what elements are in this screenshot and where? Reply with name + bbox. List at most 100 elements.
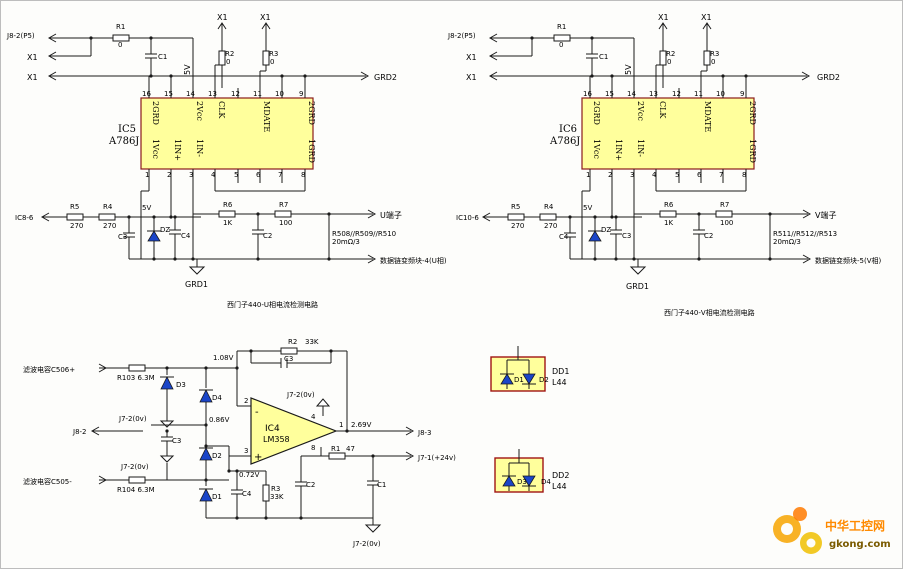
left-r7-name: R7 [279,201,288,209]
ic6-label-1vcc: 1Vcc [592,139,601,159]
left-grd2-label: GRD2 [374,73,397,82]
gkong-watermark: 中华工控网 gkong.com [773,507,891,554]
left-c2-name: C2 [263,232,272,240]
opamp-d4-name: D4 [212,394,222,402]
opamp-pin8: 8 [311,444,315,452]
ic5-pin-11: 11 [253,90,262,98]
opamp-j7-bot: J7-2(0v) [352,540,381,548]
ic6-pin-11: 11 [694,90,703,98]
opamp-c1-name: C1 [377,481,386,489]
left-c1-name: C1 [158,53,167,61]
right-title: 西门子440-V相电流检测电路 [664,308,755,317]
ic6-pin-15: 15 [605,90,614,98]
dd1-part: L44 [552,378,567,387]
watermark-brand: 中华工控网 [825,518,885,533]
ic6-pin-3: 3 [630,171,634,179]
ic6-pin-12: 12 [672,90,681,98]
ic5-pin-10: 10 [275,90,284,98]
right-r2-value: 0 [667,58,671,66]
ic5-label-1in-plus: 1IN+ [173,139,182,161]
ic5-pin-7: 7 [278,171,282,179]
ic6-label-2vcc: 2Vcc [636,101,645,121]
opamp-v4: 2.69V [351,421,372,429]
left-r6-value: 1K [223,219,232,227]
left-r5-name: R5 [70,203,79,211]
left-r4-name: R4 [103,203,113,211]
left-title: 西门子440-U相电流检测电路 [227,300,318,309]
left-c4-name: C4 [181,232,191,240]
right-rsense-value: 20mΩ/3 [773,238,801,246]
opamp-d3-name: D3 [176,381,186,389]
ic6-pin-9: 9 [740,90,744,98]
dd1-d2: D2 [539,376,549,384]
dd1-name: DD1 [552,367,569,376]
ic5-pin-2: 2 [167,171,171,179]
ic6-pin-8: 8 [742,171,746,179]
ic5-label-1in-minus: 1IN- [195,139,204,157]
opamp-d2-name: D2 [212,452,222,460]
right-r6-name: R6 [664,201,674,209]
left-r4-value: 270 [103,222,116,230]
left-current-sense-circuit: 16 15 14 13 12 11 10 9 2GRD 2Vcc CLK MDA… [6,13,447,309]
ic5-pin-1: 1 [145,171,149,179]
left-rsense-name: R508//R509//R510 [332,230,396,238]
left-x1b-label: X1 [27,73,38,82]
opamp-j7-top: J7-2(0v) [286,391,315,399]
left-r2 [218,50,226,66]
ic6-label-mdate: MDATE [703,101,712,132]
left-ic-in-label: IC8-6 [15,214,34,222]
right-r1-name: R1 [557,23,566,31]
opamp-pin4: 4 [311,413,316,421]
opamp-v3: 0.72V [239,471,260,479]
ic5-pin-8: 8 [301,171,305,179]
ic6-pin-6: 6 [697,171,702,179]
right-zener-diode [588,230,602,242]
opamp-j8-3: J8-3 [417,429,432,437]
opamp-c3-top-name: C3 [284,355,293,363]
ic6-label-1in-plus: 1IN+ [614,139,623,161]
left-c3-name: C3 [118,233,127,241]
opamp-j7-a: J7-2(0v) [118,415,147,423]
ic6-pin-1: 1 [586,171,590,179]
opamp-r2-value: 33K [305,338,319,346]
opamp-j7-b: J7-2(0v) [120,463,149,471]
ic6-part: A786J [549,136,580,147]
ic5-label-2grd-b: 2GRD [307,101,316,125]
ic6-pin-14: 14 [627,90,636,98]
left-x1a-label: X1 [27,53,38,62]
left-r1-name: R1 [116,23,125,31]
ic6-chip [581,97,755,170]
ic5-pin-6: 6 [256,171,261,179]
left-r3 [262,50,270,66]
opamp-voltage-detect-circuit: 滤波电容C506+ 滤波电容C505- R103 6.3M R104 6.3M … [23,338,456,548]
right-r5-name: R5 [511,203,520,211]
ic5-pin-12: 12 [231,90,240,98]
opamp-in-bot-label: 滤波电容C505- [23,477,72,486]
right-c1-name: C1 [599,53,608,61]
opamp-c4-name: C4 [242,490,252,498]
opamp-j8-2: J8-2 [72,428,87,436]
ic5-label-clk: CLK [217,101,226,119]
ic6-label-2grd-b: 2GRD [748,101,757,125]
opamp-pin2: 2 [244,397,248,405]
left-zener-diode [147,230,161,242]
left-dz-name: DZ [160,226,170,234]
right-r4-name: R4 [544,203,554,211]
left-j8-label: J8-2(P5) [6,32,35,40]
left-r1-value: 0 [118,41,122,49]
right-r2-name: R2 [666,50,675,58]
watermark-url: gkong.com [829,539,891,550]
right-c2-name: C2 [704,232,713,240]
ic5-label-2grd-a: 2GRD [151,101,160,125]
left-x1-top-b: X1 [260,13,271,22]
right-out2-label: 数据链变频块-5(V相) [815,256,881,265]
opamp-r1-value: 47 [346,445,355,453]
ic5-chip [140,97,314,170]
ic6-pin-5: 5 [675,171,679,179]
gear-logo-icon [773,507,822,554]
right-c4-name: C3 [622,232,631,240]
ic5-pin-5: 5 [234,171,238,179]
ic6-pin-10: 10 [716,90,725,98]
left-rsense-value: 20mΩ/3 [332,238,360,246]
dd2-d1: D3 [517,478,527,486]
